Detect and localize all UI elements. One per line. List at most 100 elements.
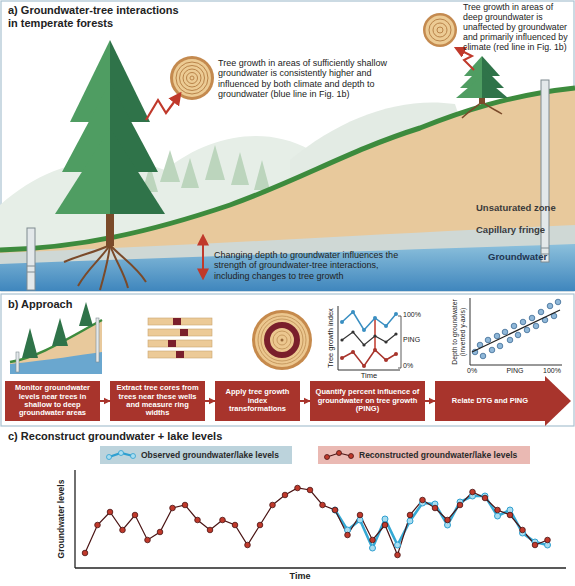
- legend-dot: [337, 451, 342, 456]
- illustration-part: [205, 145, 225, 180]
- illustration-part: [472, 299, 561, 359]
- panel-frame: [1, 294, 574, 426]
- tree-deep: [456, 56, 508, 118]
- reconstructed-point: [95, 522, 101, 528]
- process-step: Apply tree growth index transformations: [215, 381, 300, 421]
- illustration-part: [456, 76, 482, 98]
- axis-tick: 0%: [403, 362, 433, 370]
- illustration-part: [261, 319, 303, 361]
- axis-label: Depth to groundwater (inverted y-axis): [451, 294, 467, 370]
- illustration-part: [429, 19, 451, 41]
- well: [27, 228, 35, 290]
- reconstructed-point: [357, 512, 363, 518]
- reconstructed-point: [520, 527, 526, 533]
- axis-label: Time: [349, 372, 389, 381]
- mini-growth-chart: [338, 306, 401, 370]
- flow-connector: [205, 400, 215, 402]
- tree-ring-icon: [423, 13, 457, 47]
- illustration-part: [398, 316, 401, 368]
- reconstructed-point: [320, 502, 326, 508]
- capillary-fringe: [0, 225, 575, 291]
- illustration-part: [462, 102, 482, 118]
- illustration-part: [373, 334, 376, 337]
- legend-sample: [324, 449, 354, 461]
- illustration-part: [342, 312, 396, 330]
- illustration-part: [148, 329, 212, 336]
- illustration-part: [96, 318, 99, 362]
- observed-point: [395, 542, 401, 548]
- ring-cross-section: [252, 310, 312, 370]
- illustration-part: [470, 365, 562, 366]
- illustration-part: [462, 102, 502, 118]
- reconstructed-point: [420, 497, 426, 503]
- illustration-part: [176, 351, 184, 358]
- reconstructed-point: [495, 507, 501, 513]
- step-text: Apply tree growth index transformations: [219, 388, 296, 413]
- reconstructed-point: [132, 512, 138, 518]
- observed-point: [370, 545, 376, 551]
- illustration-part: [173, 318, 181, 325]
- level-series: [82, 485, 550, 558]
- illustration-part: [55, 128, 110, 214]
- illustration-part: [168, 340, 176, 347]
- reconstructed-point: [145, 537, 151, 543]
- illustration-part: [255, 313, 309, 367]
- illustration-part: [384, 324, 388, 328]
- flow-connector: [425, 400, 435, 402]
- legend-dot: [325, 455, 330, 460]
- illustration-part: [547, 303, 553, 309]
- legend-dot: [107, 455, 112, 460]
- axis-label: PING: [500, 367, 530, 375]
- illustration-part: [64, 245, 110, 262]
- reconstructed-point: [270, 502, 276, 508]
- process-step: Quantify percent influence of groundwate…: [310, 381, 425, 421]
- illustration-part: [394, 332, 397, 335]
- tree-core: [148, 318, 212, 358]
- illustration-part: [541, 248, 549, 249]
- process-step: Relate DTG and PING: [435, 381, 545, 421]
- illustration-part: [340, 356, 344, 360]
- illustration-part: [384, 340, 387, 343]
- axis-tick: 0%: [467, 367, 487, 375]
- axis-label: Groundwater levels: [57, 469, 67, 569]
- reconstructed-point: [195, 517, 201, 523]
- illustration-part: [373, 348, 377, 352]
- site-sketch: [10, 302, 102, 374]
- illustration-part: [555, 299, 561, 305]
- axis-label: PING: [403, 336, 433, 344]
- panel-frame: [1, 1, 574, 291]
- illustration-part: [340, 320, 344, 324]
- callout-text: Changing depth to groundwater influences…: [214, 250, 414, 281]
- reconstructed-point: [120, 527, 126, 533]
- axis-label: Time: [270, 571, 330, 581]
- reconstructed-point: [220, 517, 226, 523]
- illustration-part: [75, 567, 566, 568]
- illustration-part: [351, 330, 354, 333]
- illustration-part: [173, 59, 211, 97]
- legend-dot: [349, 454, 354, 459]
- illustration-part: [342, 350, 396, 366]
- illustration-part: [52, 318, 68, 346]
- reconstructed-point: [82, 550, 88, 556]
- illustration-part: [27, 272, 35, 273]
- illustration-part: [394, 312, 398, 316]
- tree-shallow: [55, 40, 165, 290]
- illustration-part: [79, 302, 93, 326]
- illustration-part: [485, 337, 491, 343]
- illustration-part: [340, 310, 398, 332]
- reconstructed-point: [307, 487, 313, 493]
- reconstructed-point: [295, 485, 301, 491]
- illustration-part: [351, 310, 355, 314]
- illustration-part: [429, 19, 451, 41]
- illustration-part: [340, 338, 343, 341]
- reconstructed-point: [182, 502, 188, 508]
- depth-change-arrow: [202, 236, 204, 278]
- illustration-part: [437, 27, 443, 33]
- illustration-part: [384, 358, 388, 362]
- reconstructed-point: [207, 527, 213, 533]
- illustration-part: [426, 16, 455, 45]
- illustration-part: [511, 323, 517, 329]
- illustration-part: [22, 328, 38, 358]
- illustration-part: [515, 332, 521, 338]
- illustration-part: [433, 23, 447, 37]
